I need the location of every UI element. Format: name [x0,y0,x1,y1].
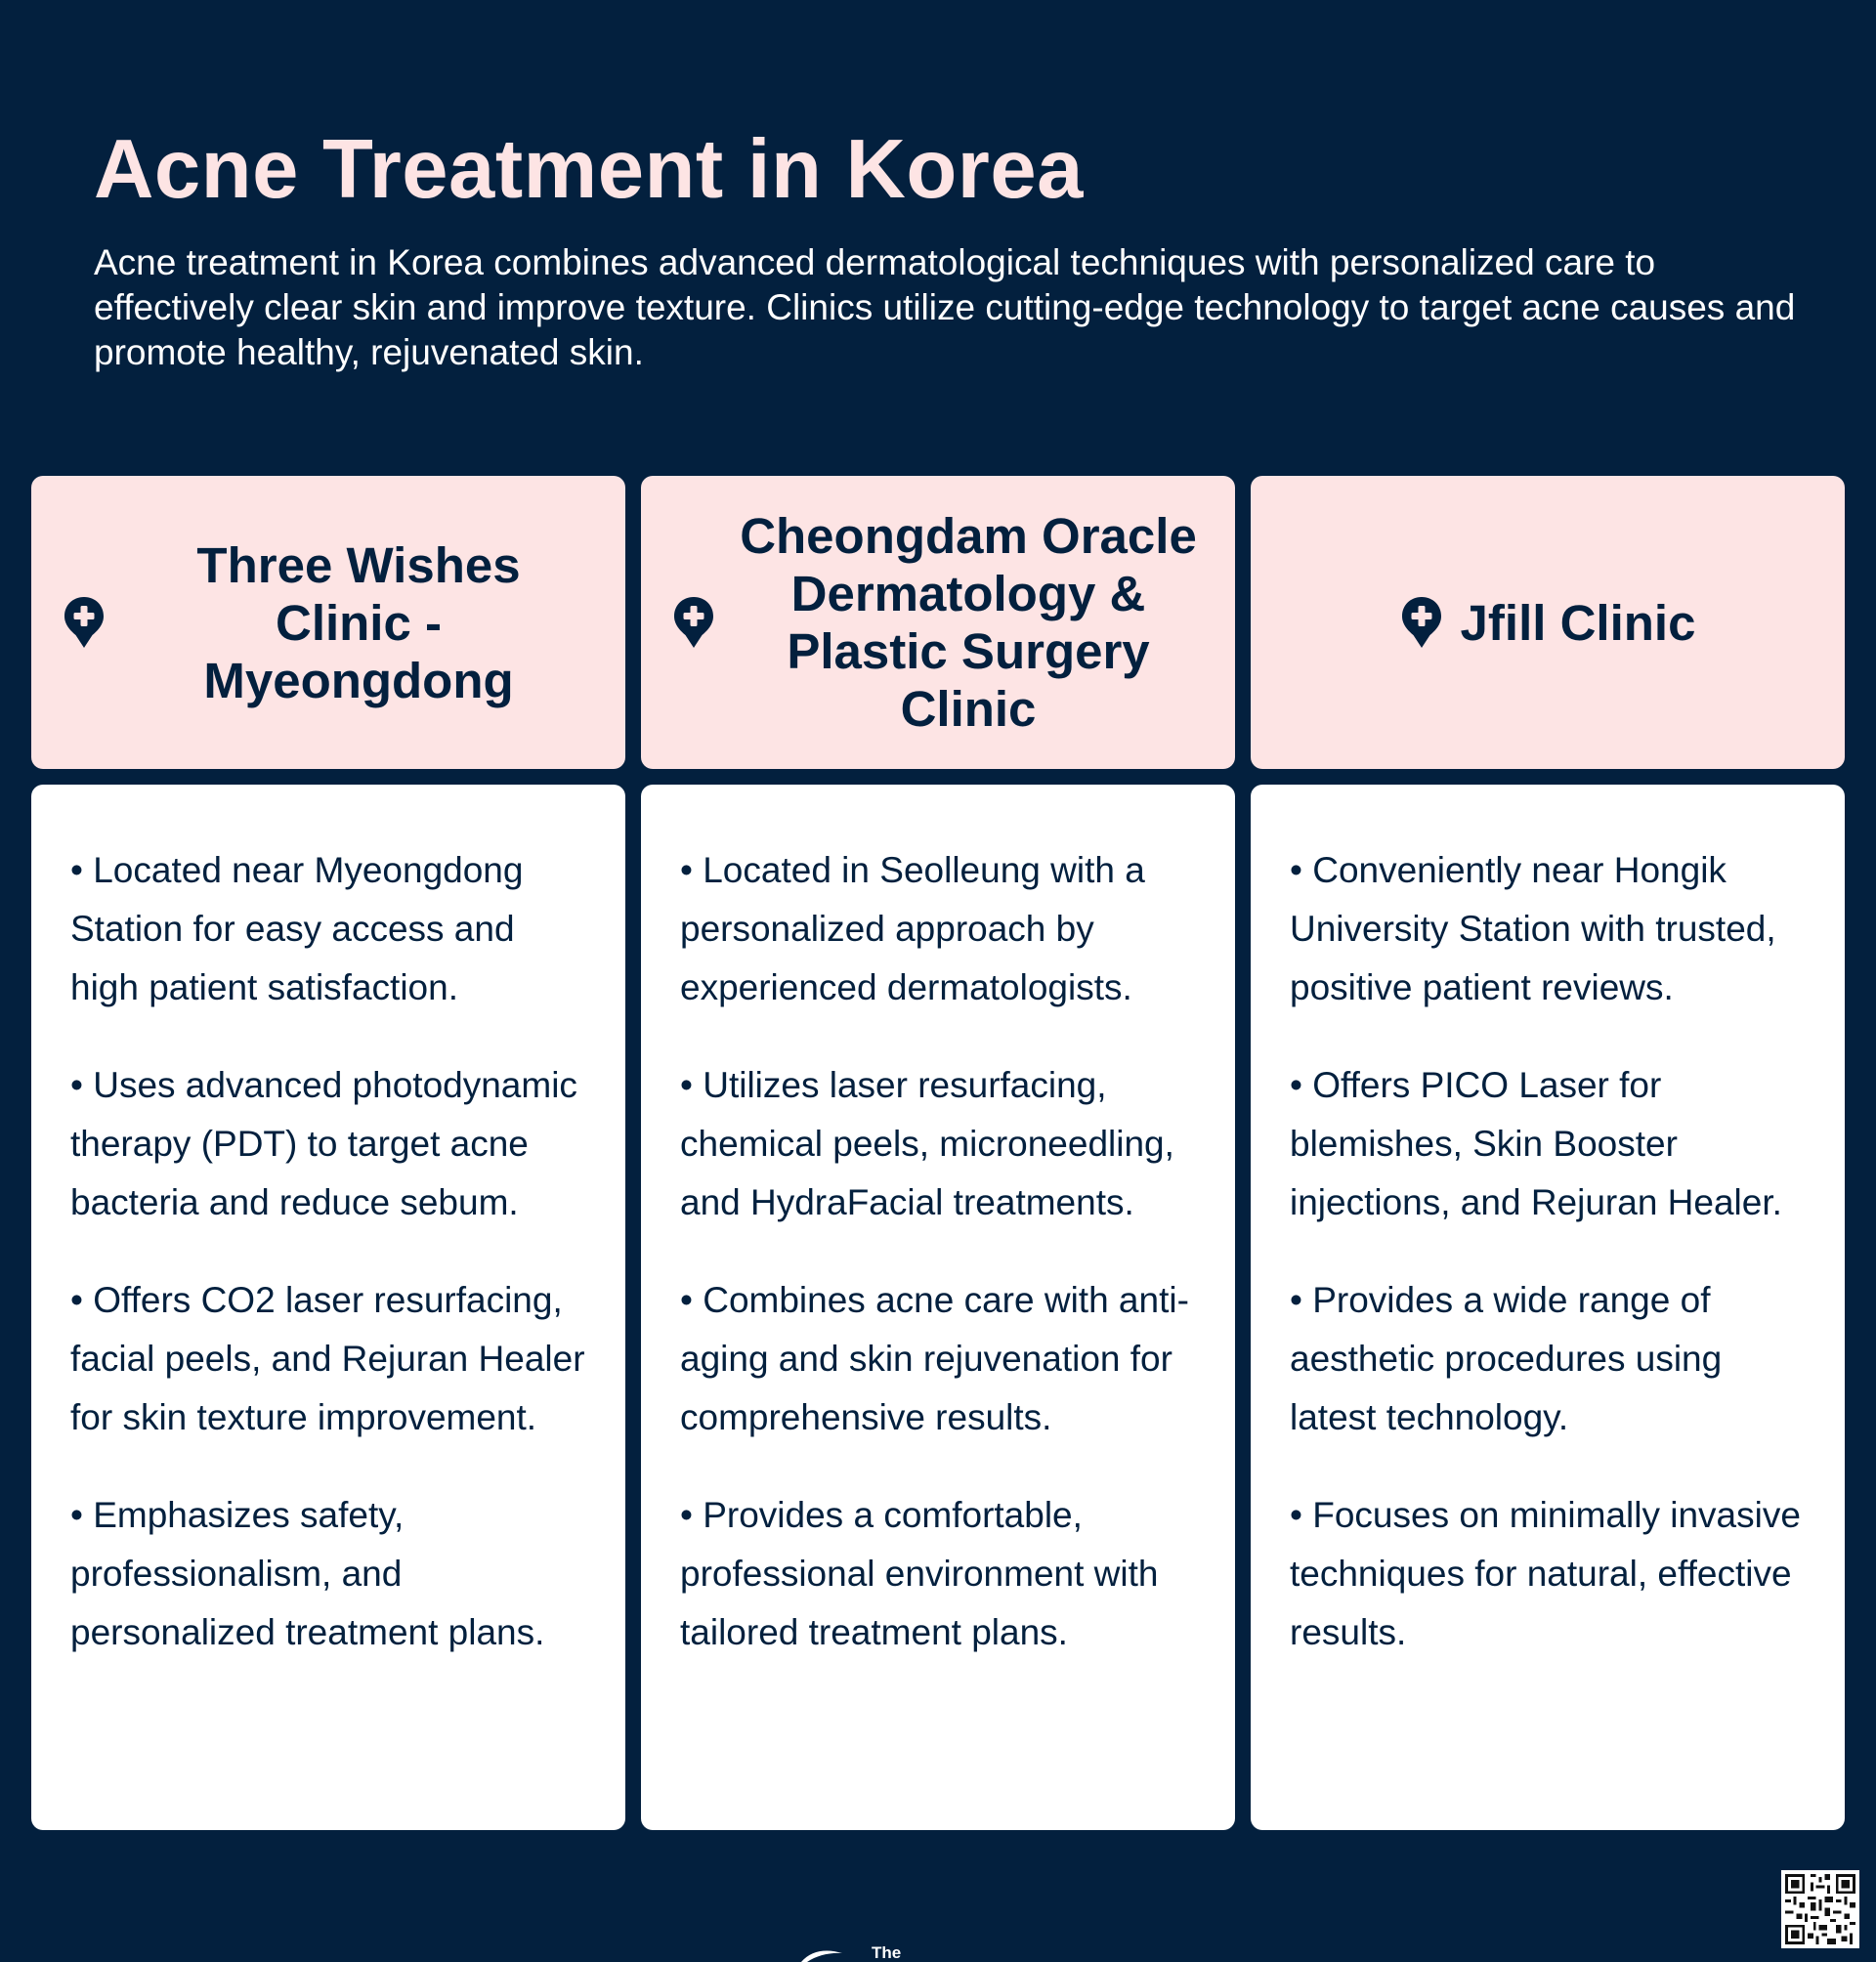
clinic-cards: Three Wishes Clinic - Myeongdong • Locat… [31,476,1845,1830]
clinic-feature: • Provides a comfortable, professional e… [680,1495,1159,1652]
clinic-card-header: Jfill Clinic [1251,476,1845,769]
page-title: Acne Treatment in Korea [94,123,1084,216]
clinic-feature: • Located in Seolleung with a personaliz… [680,850,1145,1007]
page-subtitle: Acne treatment in Korea combines advance… [94,242,1796,372]
clinic-name: Cheongdam Oracle Dermatology & Plastic S… [740,508,1197,737]
clinic-card-cheongdam-oracle: Cheongdam Oracle Dermatology & Plastic S… [641,476,1235,1830]
medical-pin-icon [64,597,104,648]
clinic-feature: • Conveniently near Hongik University St… [1290,850,1776,1007]
clinic-name: Jfill Clinic [1460,594,1696,651]
clinic-card-header: Three Wishes Clinic - Myeongdong [31,476,625,769]
clinic-feature: • Uses advanced photodynamic therapy (PD… [70,1065,577,1222]
brand-logo-text: The [872,1944,902,1962]
medical-pin-icon [1401,597,1441,648]
clinic-name: Three Wishes Clinic - Myeongdong [196,536,521,708]
clinic-feature: • Offers CO2 laser resurfacing, facial p… [70,1280,585,1437]
clinic-details: • Located in Seolleung with a personaliz… [641,785,1235,1830]
clinic-feature: • Offers PICO Laser for blemishes, Skin … [1290,1065,1782,1222]
clinic-details: • Conveniently near Hongik University St… [1251,785,1845,1830]
qr-code-icon[interactable] [1781,1870,1859,1948]
clinic-feature: • Utilizes laser resurfacing, chemical p… [680,1065,1174,1222]
page-header: Acne Treatment in Korea Acne treatment i… [94,121,1804,375]
clinic-card-jfill: Jfill Clinic • Conveniently near Hongik … [1251,476,1845,1830]
clinic-feature: • Focuses on minimally invasive techniqu… [1290,1495,1801,1652]
medical-pin-icon [674,597,713,648]
clinic-feature: • Provides a wide range of aesthetic pro… [1290,1280,1723,1437]
clinic-feature: • Emphasizes safety, professionalism, an… [70,1495,545,1652]
brand-logo-swoosh-icon [801,1950,842,1962]
brand-logo: The [797,1944,915,1962]
clinic-feature: • Located near Myeongdong Station for ea… [70,850,524,1007]
clinic-card-header: Cheongdam Oracle Dermatology & Plastic S… [641,476,1235,769]
clinic-feature: • Combines acne care with anti-aging and… [680,1280,1189,1437]
clinic-card-three-wishes: Three Wishes Clinic - Myeongdong • Locat… [31,476,625,1830]
clinic-details: • Located near Myeongdong Station for ea… [31,785,625,1830]
